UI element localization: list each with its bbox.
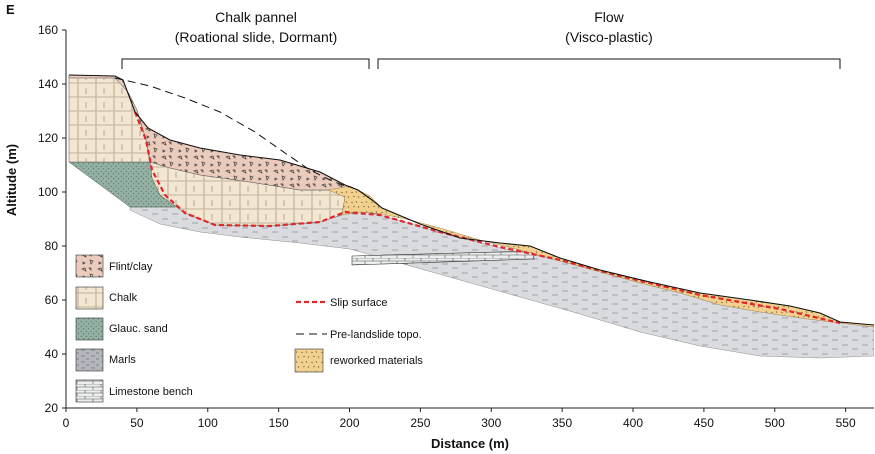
legend-label-reworked: reworked materials (330, 355, 423, 367)
slip-surface-line (133, 111, 841, 325)
limestone-bench (351, 250, 535, 266)
x-tick-label: 50 (130, 416, 144, 430)
section-title-flow: Flow (594, 9, 624, 25)
x-tick-label: 400 (623, 416, 643, 430)
y-tick-label: 160 (38, 23, 58, 37)
x-tick-label: 200 (339, 416, 359, 430)
x-tick-label: 250 (410, 416, 430, 430)
legend-swatch-chalk (75, 286, 104, 310)
legend-swatch-flint-clay (75, 254, 104, 278)
x-tick-label: 100 (198, 416, 218, 430)
panel-label: E (6, 2, 15, 17)
x-tick-marks: 0 50 100 150 200 250 300 350 400 450 500 550 (63, 408, 856, 430)
x-tick-label: 450 (694, 416, 714, 430)
legend-swatch-reworked (294, 348, 324, 373)
chalk-in-place (68, 75, 151, 163)
x-axis-title: Distance (m) (431, 436, 509, 451)
legend-swatch-marls (75, 348, 104, 372)
legend-label-limestone-bench: Limestone bench (109, 386, 193, 398)
section-subtitle-chalk: (Roational slide, Dormant) (175, 29, 338, 45)
x-tick-label: 300 (481, 416, 501, 430)
y-tick-label: 80 (45, 239, 59, 253)
y-tick-label: 100 (38, 185, 58, 199)
pre-landslide-topography (114, 77, 346, 187)
legend-label-slip-surface: Slip surface (330, 297, 387, 309)
legend-label-chalk: Chalk (109, 292, 138, 304)
y-tick-label: 40 (45, 347, 59, 361)
section-subtitle-flow: (Visco-plastic) (565, 29, 653, 45)
y-axis-title: Altitude (m) (4, 144, 19, 216)
section-title-chalk: Chalk pannel (215, 9, 297, 25)
bracket-flow (377, 58, 841, 69)
y-tick-marks: 20 40 60 80 100 120 140 160 (38, 23, 66, 415)
x-tick-label: 350 (552, 416, 572, 430)
x-tick-label: 150 (269, 416, 289, 430)
geological-section (68, 74, 874, 359)
section-flow: Flow (Visco-plastic) (377, 9, 841, 69)
y-tick-label: 60 (45, 293, 59, 307)
legend-label-glauc-sand: Glauc. sand (109, 323, 168, 335)
x-tick-label: 500 (765, 416, 785, 430)
bracket-chalk-pannel (121, 58, 370, 69)
x-tick-label: 0 (63, 416, 70, 430)
legend-swatch-glauc-sand (75, 317, 104, 341)
y-tick-label: 120 (38, 131, 58, 145)
section-chalk-pannel: Chalk pannel (Roational slide, Dormant) (121, 9, 370, 69)
ground-surface (68, 74, 874, 326)
legend-lines: Slip surface Pre-landslide topo. reworke… (294, 297, 423, 373)
x-tick-label: 550 (836, 416, 856, 430)
y-tick-label: 20 (45, 401, 59, 415)
legend-units: Flint/clay Chalk Glauc. sand Marls Limes… (75, 254, 193, 403)
legend-label-marls: Marls (109, 354, 136, 366)
legend-label-pre-landslide: Pre-landslide topo. (330, 329, 422, 341)
y-tick-label: 140 (38, 77, 58, 91)
legend-label-flint-clay: Flint/clay (109, 261, 153, 273)
legend-swatch-limestone-bench (75, 379, 104, 403)
axes: 20 40 60 80 100 120 140 160 0 50 100 150 200 250 300 3… (4, 23, 874, 451)
